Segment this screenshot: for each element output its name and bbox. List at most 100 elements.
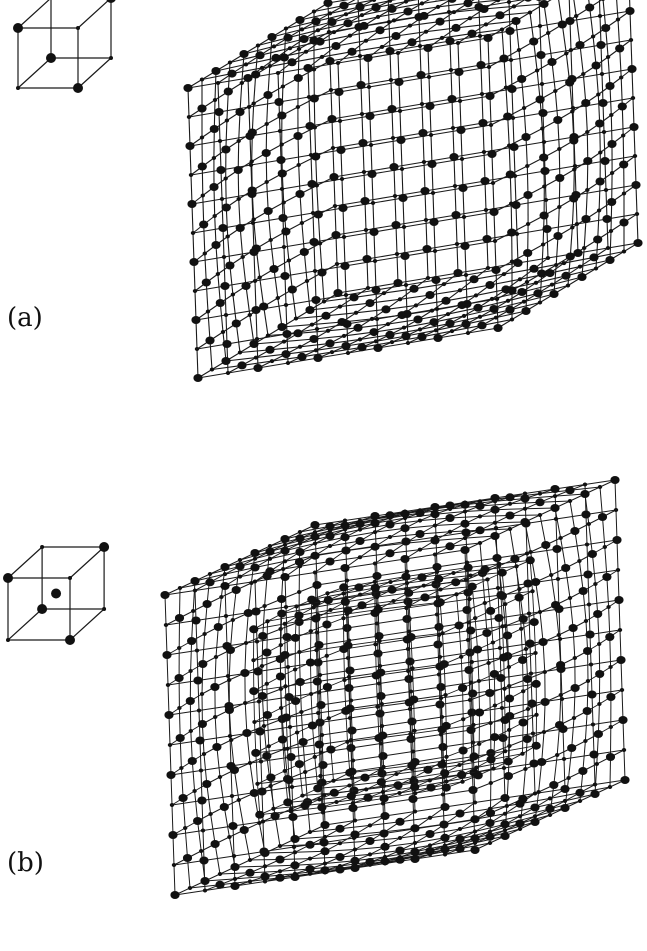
lattice-node-large — [311, 296, 321, 304]
lattice-node-small — [348, 738, 354, 742]
lattice-edge — [309, 828, 341, 833]
lattice-edge — [584, 479, 616, 485]
lattice-node-large — [407, 717, 417, 726]
unit-cell-node — [109, 56, 113, 60]
lattice-node-small — [212, 98, 218, 102]
lattice-edge — [337, 62, 340, 93]
lattice-edge — [500, 673, 532, 679]
lattice-node-large — [463, 0, 473, 8]
lattice-edge — [443, 819, 475, 825]
lattice-node-small — [537, 491, 543, 496]
lattice-edge — [395, 224, 398, 255]
lattice-edge — [330, 749, 334, 781]
lattice-edge — [425, 219, 428, 250]
lattice-edge — [306, 280, 311, 311]
lattice-node-large — [458, 684, 468, 692]
lattice-node-small — [335, 61, 341, 65]
lattice-node-large — [475, 502, 485, 510]
lattice-node-small — [252, 279, 258, 283]
lattice-edge — [618, 599, 621, 631]
lattice-node-large — [555, 721, 565, 729]
lattice-edge — [259, 726, 291, 732]
lattice-node-large — [237, 361, 247, 370]
lattice-node-large — [505, 493, 515, 502]
lattice-edge — [344, 265, 347, 296]
lattice-edge — [492, 182, 495, 213]
lattice-edge — [359, 552, 391, 558]
lattice-edge — [436, 609, 468, 615]
lattice-node-large — [310, 521, 320, 529]
lattice-node-small — [309, 322, 315, 327]
lattice-node-large — [336, 146, 346, 154]
lattice-node-small — [547, 796, 553, 801]
lattice-edge — [529, 560, 533, 592]
lattice-edge — [432, 192, 435, 223]
lattice-edge — [479, 503, 511, 507]
lattice-node-small — [540, 242, 546, 247]
lattice-node-large — [447, 0, 457, 3]
lattice-edge — [343, 331, 375, 337]
lattice-edge — [287, 799, 320, 803]
lattice-edge — [509, 514, 541, 516]
lattice-edge — [279, 858, 311, 860]
lattice-edge — [540, 54, 543, 85]
lattice-edge — [166, 650, 198, 656]
lattice-edge — [256, 333, 288, 340]
lattice-edge — [464, 245, 467, 276]
lattice-edge — [203, 753, 208, 785]
lattice-edge — [423, 581, 456, 587]
lattice-edge — [391, 585, 424, 591]
lattice-edge — [516, 566, 520, 598]
lattice-node-small — [177, 706, 182, 710]
lattice-node-small — [326, 716, 331, 721]
lattice-node-large — [245, 868, 255, 877]
lattice-node-large — [313, 354, 323, 362]
lattice-node-small — [440, 631, 445, 636]
lattice-edge — [459, 808, 491, 814]
lattice-node-large — [553, 116, 563, 124]
lattice-node-small — [372, 561, 378, 566]
lattice-node-large — [243, 609, 253, 617]
lattice-edge — [170, 770, 202, 776]
lattice-node-small — [337, 304, 343, 309]
lattice-node-large — [335, 824, 345, 833]
lattice-node-small — [314, 327, 320, 331]
lattice-node-small — [525, 164, 530, 168]
lattice-node-small — [319, 733, 325, 737]
lattice-node-small — [504, 804, 509, 808]
lattice-edge — [285, 606, 288, 638]
lattice-node-large — [605, 633, 615, 641]
lattice-node-large — [514, 593, 524, 602]
lattice-edge — [345, 710, 348, 742]
lattice-edge — [312, 725, 316, 757]
lattice-edge — [609, 636, 612, 668]
lattice-node-small — [487, 829, 493, 834]
lattice-edge — [218, 106, 250, 113]
lattice-edge — [529, 643, 532, 674]
lattice-node-small — [227, 835, 232, 839]
lattice-node-large — [539, 0, 549, 8]
lattice-node-large — [325, 557, 335, 566]
lattice-edge — [489, 95, 492, 126]
lattice-edge — [451, 98, 454, 129]
lattice-edge — [494, 240, 497, 271]
lattice-edge — [341, 173, 373, 180]
lattice-node-small — [509, 259, 515, 264]
lattice-edge — [622, 719, 625, 751]
lattice-node-small — [297, 590, 302, 594]
lattice-edge — [343, 231, 375, 238]
lattice-edge — [286, 712, 319, 718]
lattice-edge — [501, 595, 506, 627]
lattice-node-large — [320, 866, 330, 875]
lattice-node-small — [255, 43, 261, 48]
lattice-node-small — [281, 339, 287, 344]
lattice-edge — [329, 55, 361, 62]
lattice-node-small — [291, 845, 297, 849]
lattice-node-small — [429, 308, 435, 313]
lattice-node-small — [582, 246, 587, 250]
lattice-edge — [380, 691, 412, 697]
lattice-node-small — [552, 494, 558, 499]
lattice-edge — [406, 614, 438, 620]
lattice-node-large — [581, 510, 591, 519]
lattice-node-large — [504, 694, 515, 703]
